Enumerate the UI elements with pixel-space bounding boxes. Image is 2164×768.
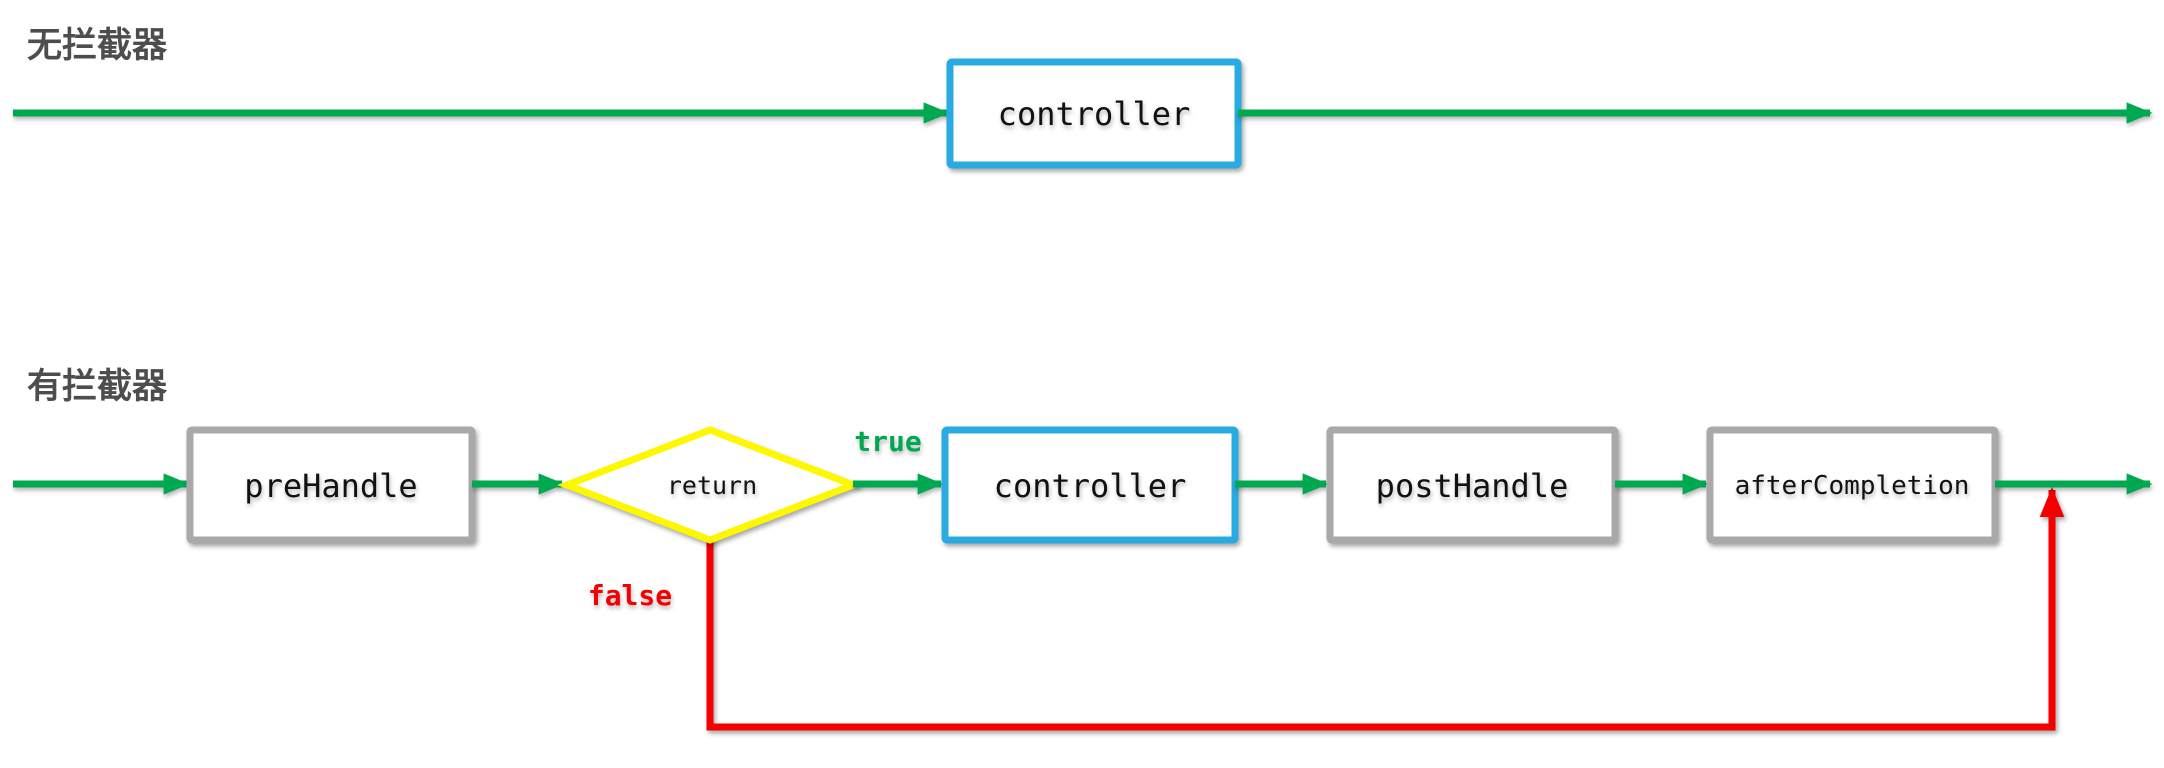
decision-label: return	[667, 471, 757, 500]
decision-diamond	[557, 426, 863, 544]
posthandle-label: postHandle	[1376, 467, 1569, 505]
title-no-interceptor: 无拦截器	[27, 26, 168, 66]
false-branch-label: false	[588, 579, 672, 612]
prehandle-label: preHandle	[244, 467, 417, 505]
flow2-controller-label: controller	[994, 467, 1187, 505]
false-branch-path	[706, 487, 2065, 731]
true-branch-label: true	[854, 425, 921, 458]
aftercompletion-label: afterCompletion	[1735, 471, 1970, 501]
title-with-interceptor: 有拦截器	[27, 367, 168, 407]
flow1-controller-label: controller	[998, 95, 1191, 133]
